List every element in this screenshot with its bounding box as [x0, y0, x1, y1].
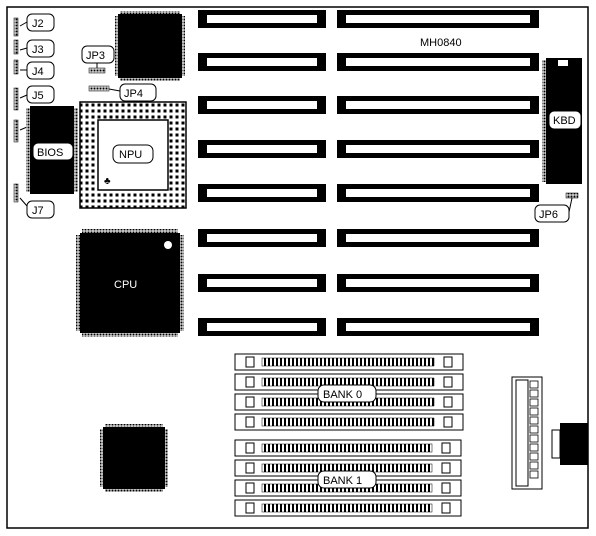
memory-bank-1: BANK 1	[234, 439, 462, 517]
cpu-label: CPU	[114, 279, 137, 291]
jumper-j5-label: J5	[32, 90, 44, 102]
expansion-slot	[198, 184, 326, 202]
expansion-slot	[337, 10, 539, 28]
expansion-slot	[337, 140, 539, 158]
jumper-j7: J7	[13, 183, 55, 219]
expansion-slots-right	[337, 10, 539, 336]
expansion-slot	[198, 10, 326, 28]
simm-slot	[234, 373, 464, 391]
memory-bank-0: BANK 0	[234, 353, 464, 431]
jumper-j5: J5	[13, 85, 55, 111]
expansion-slot	[198, 96, 326, 114]
cpu-chip: CPU	[76, 229, 184, 337]
expansion-slot	[337, 229, 539, 247]
jumper-j3: J3	[13, 39, 55, 58]
board-model-label: MH0840	[420, 37, 462, 49]
jumper-jp4: JP4	[88, 83, 157, 102]
expansion-slot	[337, 274, 539, 292]
board-outline	[6, 6, 589, 529]
jumper-jp6-label: JP6	[539, 209, 558, 221]
power-connector	[511, 376, 543, 490]
keyboard-controller-chip: KBD	[542, 58, 582, 184]
expansion-slot	[198, 318, 326, 336]
expansion-slot	[337, 53, 539, 71]
jumper-j4: J4	[13, 59, 55, 80]
bottom-left-chip	[100, 424, 168, 492]
bios-label: BIOS	[37, 147, 63, 159]
simm-slot	[234, 499, 462, 517]
npu-pin1-marker: ♣	[104, 176, 111, 187]
jumper-j2-label: J2	[32, 18, 44, 30]
expansion-slot	[198, 229, 326, 247]
simm-slot	[234, 353, 464, 371]
expansion-slots-left	[198, 10, 326, 336]
keyboard-din-connector	[551, 423, 588, 465]
keyboard-label: KBD	[553, 115, 576, 127]
jumper-j7-label: J7	[32, 205, 44, 217]
jumper-jp4-label: JP4	[124, 88, 143, 100]
jumper-j3-label: J3	[32, 44, 44, 56]
jumper-jp3: JP3	[81, 45, 115, 74]
expansion-slot	[198, 274, 326, 292]
expansion-slot	[337, 184, 539, 202]
expansion-slot	[198, 140, 326, 158]
npu-socket: NPU ♣	[79, 101, 187, 209]
npu-label: NPU	[119, 149, 142, 161]
jumper-j2: J2	[13, 13, 55, 37]
jumper-j4-label: J4	[32, 66, 44, 78]
bank-1-label: BANK 1	[323, 475, 362, 487]
top-qfp-chip	[115, 11, 185, 81]
jumper-jp6: JP6	[534, 192, 579, 223]
expansion-slot	[198, 53, 326, 71]
simm-slot	[234, 439, 462, 457]
expansion-slot	[337, 318, 539, 336]
bios-chip: BIOS	[26, 106, 78, 194]
simm-slot	[234, 413, 464, 431]
bank-0-label: BANK 0	[323, 389, 362, 401]
jumper-jp3-label: JP3	[86, 50, 105, 62]
expansion-slot	[337, 96, 539, 114]
